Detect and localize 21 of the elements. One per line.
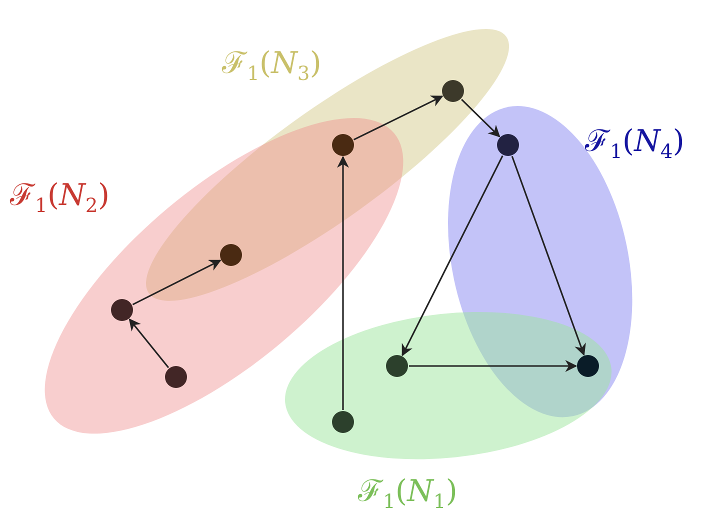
set-label: ℱ$_{1}$(N$_{2}$)	[10, 178, 110, 218]
node-dot	[332, 410, 354, 433]
set-label: ℱ$_{1}$(N$_{1}$)	[358, 474, 458, 514]
arrow	[353, 96, 444, 140]
arrow	[461, 98, 500, 138]
node-dot	[165, 366, 187, 388]
arrow	[511, 156, 586, 356]
node-dot	[577, 355, 599, 377]
arrow	[402, 155, 504, 356]
node-dot	[442, 80, 464, 102]
arrow	[128, 318, 170, 368]
set-label: ℱ$_{1}$(N$_{4}$)	[584, 124, 685, 164]
node-dot	[496, 134, 519, 156]
node-dot	[220, 244, 242, 266]
set-label: ℱ$_{1}$(N$_{3}$)	[222, 46, 322, 86]
arrow	[409, 360, 578, 372]
node-dot	[111, 298, 133, 321]
node-dot	[332, 134, 354, 156]
node-dot	[386, 354, 408, 377]
arrow	[337, 156, 349, 410]
arrow	[132, 260, 222, 306]
